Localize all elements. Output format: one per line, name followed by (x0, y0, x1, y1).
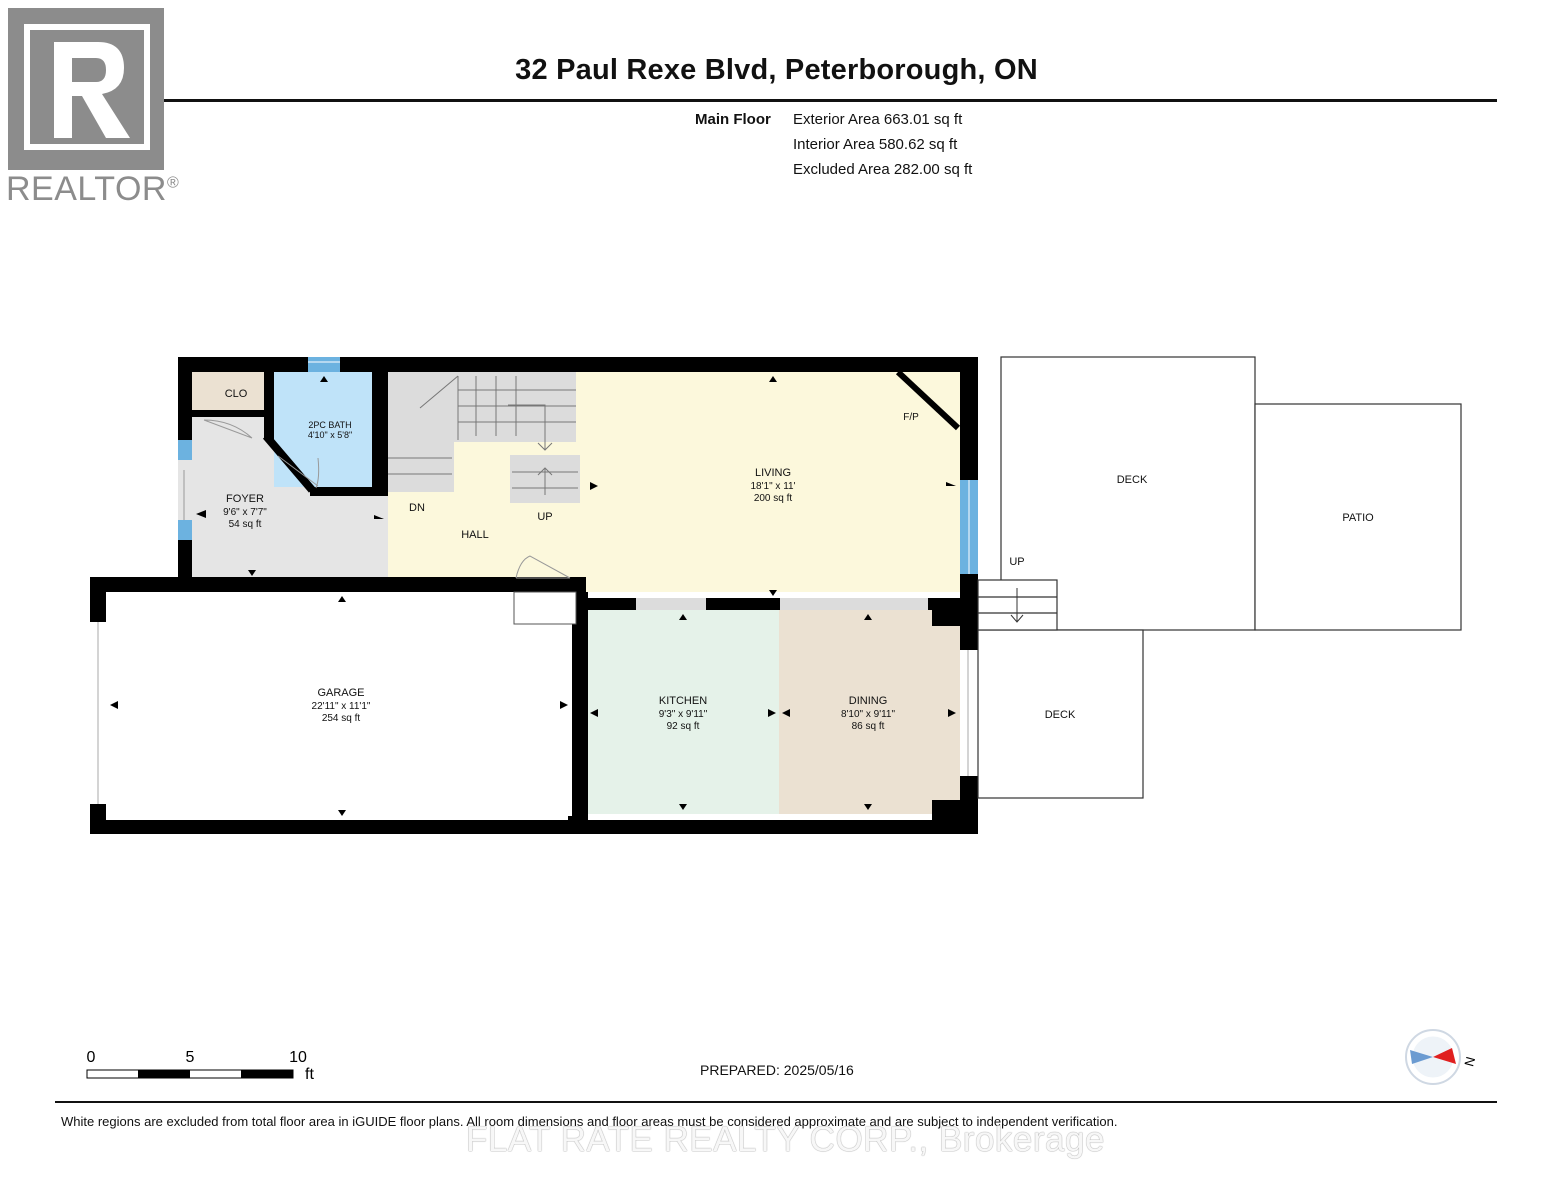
dining-dims: 8'10" x 9'11" (841, 709, 896, 720)
scale-tick-5: 5 (186, 1049, 195, 1066)
dining-fill (779, 610, 961, 814)
garage-steps (513, 591, 577, 625)
hall-label: HALL (461, 529, 489, 541)
brokerage-watermark: FLAT RATE REALTY CORP., Brokerage (466, 1120, 1105, 1159)
deck-lower-label: DECK (1045, 709, 1076, 721)
garage-dims: 22'11" x 11'1" (312, 701, 371, 712)
foyer-label: FOYER (226, 493, 264, 505)
garage-area: 254 sq ft (322, 713, 361, 724)
closet-label: CLO (225, 388, 248, 400)
stair-down-label: DN (409, 502, 425, 514)
living-area: 200 sq ft (754, 493, 793, 504)
kitchen-fill (587, 610, 779, 814)
kitchen-label: KITCHEN (659, 695, 707, 707)
living-dims: 18'1" x 11' (751, 481, 796, 492)
excluded-area: Excluded Area 282.00 sq ft (793, 161, 973, 178)
fireplace-label: F/P (903, 412, 919, 423)
dining-area: 86 sq ft (852, 721, 885, 732)
floor-label: Main Floor (695, 111, 771, 128)
exterior-areas (977, 356, 1462, 799)
bath-angled-wall (262, 433, 316, 493)
compass-north-label: N (1461, 1055, 1478, 1068)
garage-fill (106, 592, 572, 820)
dimension-markers (110, 376, 956, 816)
page-title: 32 Paul Rexe Blvd, Peterborough, ON (515, 54, 1038, 86)
scale-tick-0: 0 (87, 1049, 96, 1066)
scale-tick-10: 10 (289, 1049, 307, 1066)
compass-icon: N (1405, 1029, 1478, 1085)
interior-area: Interior Area 580.62 sq ft (793, 136, 958, 153)
stair-upper-fill (388, 372, 576, 442)
realtor-logo-text: REALTOR® (6, 170, 180, 208)
stair-treads (388, 375, 578, 495)
deck-stair-up-label: UP (1009, 556, 1024, 568)
bath-label: 2PC BATH (308, 420, 351, 430)
patio-label: PATIO (1342, 512, 1374, 524)
realtor-logo-icon (8, 8, 164, 170)
exterior-area: Exterior Area 663.01 sq ft (793, 111, 963, 128)
dining-label: DINING (849, 695, 888, 707)
disclaimer-text: White regions are excluded from total fl… (61, 1114, 1118, 1129)
fireplace-line (895, 369, 961, 431)
garage-label: GARAGE (317, 687, 364, 699)
deck-stair-arrow (1010, 588, 1024, 623)
scale-bar: 0 5 10 ft (86, 1049, 314, 1083)
floor-plan: CLO 2PC BATH 4'10" x 5'8" FOYER 9'6" x 7… (86, 356, 1478, 1085)
living-label: LIVING (755, 467, 791, 479)
kitchen-dims: 9'3" x 9'11" (659, 709, 708, 720)
deck-upper-label: DECK (1117, 474, 1148, 486)
windows (90, 357, 978, 804)
foyer-area: 54 sq ft (229, 519, 262, 530)
closet-fill (192, 372, 266, 417)
foyer-dims: 9'6" x 7'7" (223, 507, 267, 518)
door-swings (183, 419, 571, 579)
scale-unit: ft (305, 1066, 314, 1083)
prepared-date: PREPARED: 2025/05/16 (700, 1062, 854, 1078)
stair-down-fill (386, 440, 454, 492)
header-rule (55, 99, 1497, 102)
bath-dims: 4'10" x 5'8" (308, 430, 352, 440)
kitchen-area: 92 sq ft (667, 721, 700, 732)
stair-up-label: UP (537, 511, 552, 523)
footer-rule (55, 1101, 1497, 1103)
